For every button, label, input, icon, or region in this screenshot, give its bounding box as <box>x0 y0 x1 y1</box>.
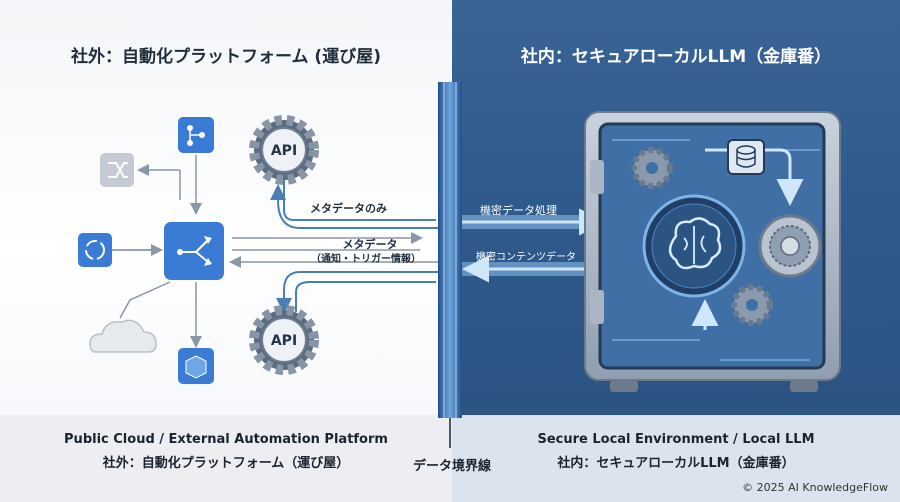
data-boundary-label: データ境界線 <box>412 459 491 474</box>
external-zone-background <box>0 0 452 415</box>
internal-zone-title: 社内：セキュアローカルLLM（金庫番） <box>520 47 832 67</box>
metadata-label: メタデータ <box>342 238 398 251</box>
gear-icon-top <box>631 147 673 189</box>
metadata-only-label: メタデータのみ <box>310 202 387 215</box>
api-label-bottom: API <box>271 333 297 349</box>
internal-caption-ja: 社内：セキュアローカルLLM（金庫番） <box>557 456 795 471</box>
confidential-content-label: 機密コンテンツデータ <box>476 252 576 263</box>
metadata-detail-label: （通知・トリガー情報） <box>311 254 421 265</box>
flowchart-icon <box>178 117 214 153</box>
external-connectors <box>112 155 440 348</box>
database-icon <box>727 139 765 175</box>
internal-caption-en: Secure Local Environment / Local LLM <box>537 432 815 447</box>
data-boundary-wall <box>438 82 462 448</box>
hub-icon <box>164 222 224 280</box>
api-gear-icon-bottom: API <box>249 305 319 375</box>
internal-caption-panel <box>452 415 900 502</box>
dial-icon <box>758 214 822 278</box>
external-caption-ja: 社外：自動化プラットフォーム（運び屋） <box>102 456 350 471</box>
cube-icon <box>178 348 214 384</box>
internal-flow-arrows <box>462 208 607 283</box>
api-flow-lower <box>276 271 440 314</box>
api-flow-upper <box>270 180 440 229</box>
gear-icon-bottom <box>731 284 773 326</box>
external-zone-title: 社外：自動化プラットフォーム (運び屋) <box>71 47 381 67</box>
brain-icon <box>642 194 746 298</box>
sync-icon <box>78 233 112 267</box>
external-caption-en: Public Cloud / External Automation Platf… <box>64 432 388 447</box>
confidential-processing-label: 機密データ処理 <box>480 204 557 217</box>
api-gear-icon-top: API <box>249 115 319 185</box>
api-label-top: API <box>271 143 297 159</box>
shuffle-icon <box>100 153 134 187</box>
cloud-icon <box>89 319 157 353</box>
copyright-notice: © 2025 AI KnowledgeFlow <box>742 481 888 494</box>
external-caption-panel <box>0 415 452 502</box>
